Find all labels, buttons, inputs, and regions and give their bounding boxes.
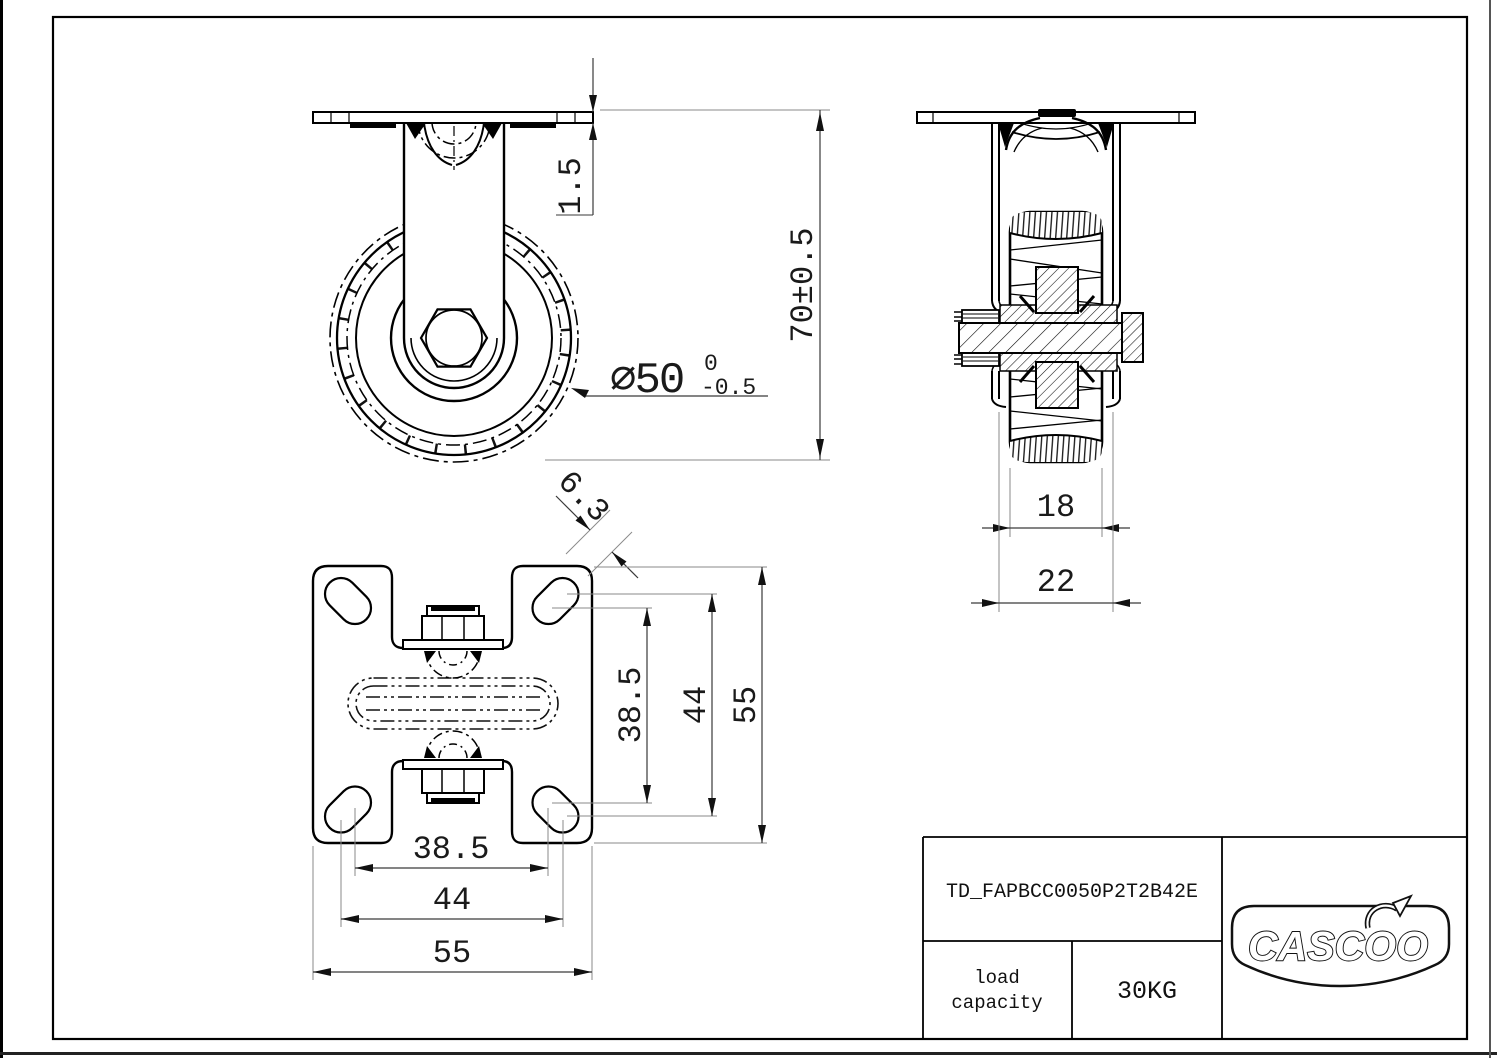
dim-label-plate-size-h: 55	[433, 935, 471, 972]
front-fork	[402, 123, 506, 390]
dim-fork-width: 22	[971, 412, 1141, 612]
load-capacity-label-line1: load	[974, 967, 1020, 989]
brand-logo-badge	[1230, 904, 1451, 988]
front-wheel	[329, 213, 579, 463]
dim-label-hole-spacing-max-h: 44	[433, 882, 471, 919]
dim-wheel-diameter: ∅50 0 -0.5	[571, 351, 768, 406]
front-view: 1.5 70±0.5 ∅50 0 -0.5	[312, 58, 830, 463]
dim-plate-size-v: 55	[594, 566, 767, 844]
dim-plate-thickness: 1.5	[553, 58, 597, 216]
side-view: 18 22	[916, 109, 1196, 612]
brand-logo-text: CASCOO	[1248, 923, 1428, 969]
dim-label-wheel-diameter-tol-upper: 0	[704, 351, 718, 377]
dim-label-fork-width: 22	[1037, 564, 1075, 601]
plate-axle-phantom	[347, 677, 559, 730]
part-number: TD_FAPBCC0050P2T2B42E	[946, 881, 1198, 904]
side-fork-legs	[991, 123, 1121, 408]
drawing-border	[51, 15, 1469, 1041]
dim-hole-spacing-max-v: 44	[567, 593, 717, 817]
plate-bottom-nut	[402, 730, 504, 804]
dim-label-hole-spacing-min-h: 38.5	[413, 831, 490, 868]
dim-label-wheel-diameter: ∅50	[610, 356, 683, 406]
screen-bottom-edge	[0, 1052, 1497, 1055]
dim-label-hole-spacing-min-v: 38.5	[613, 667, 650, 744]
dim-overall-height: 70±0.5	[545, 109, 830, 461]
dim-hole-spacing-max-h: 44	[340, 820, 564, 927]
plate-view: 6.3 38.5 44 55	[311, 464, 767, 980]
screen-left-edge	[0, 0, 3, 1058]
dim-label-plate-size-v: 55	[728, 686, 765, 724]
dim-label-plate-thickness: 1.5	[553, 157, 590, 215]
dim-plate-size-h: 55	[312, 846, 593, 980]
side-axle-assembly	[954, 266, 1144, 409]
dim-label-overall-height: 70±0.5	[785, 227, 822, 342]
dim-label-wheel-width: 18	[1037, 489, 1075, 526]
brand-logo: CASCOO	[1230, 894, 1451, 988]
front-axle-nut	[419, 308, 489, 368]
dim-label-hole-spacing-max-v: 44	[678, 686, 715, 724]
load-capacity-label-line2: capacity	[951, 992, 1042, 1014]
side-top-plate	[916, 109, 1196, 153]
front-top-plate	[312, 111, 594, 170]
plate-slotted-holes	[323, 576, 580, 834]
load-capacity-value: 30KG	[1117, 977, 1177, 1006]
caster-hook-icon	[1364, 894, 1413, 929]
title-block-grid	[922, 836, 1467, 1039]
screen-right-edge	[1489, 0, 1491, 1058]
dim-label-wheel-diameter-tol-lower: -0.5	[701, 375, 756, 401]
dim-wheel-width: 18	[982, 468, 1130, 537]
title-block: TD_FAPBCC0050P2T2B42E load capacity 30KG…	[922, 836, 1467, 1039]
plate-top-nut	[402, 605, 504, 679]
dim-hole-spacing-min-h: 38.5	[354, 808, 549, 876]
dim-hole-spacing-min-v: 38.5	[552, 607, 652, 804]
